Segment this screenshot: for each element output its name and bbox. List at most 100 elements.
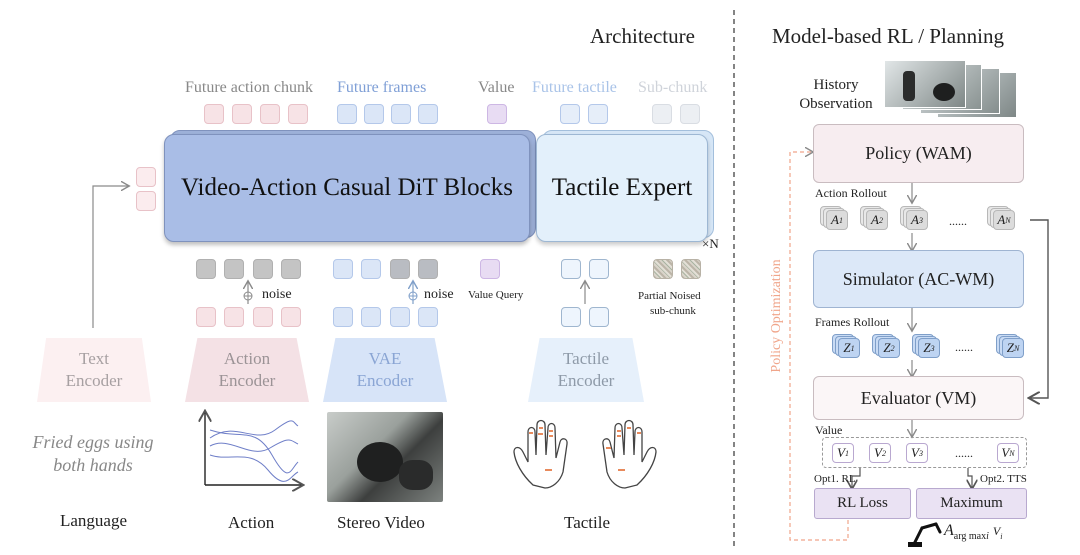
output-subchunk-token [652, 104, 672, 124]
partial-noised-subchunk-label: sub-chunk [650, 305, 696, 317]
frame-ellipsis: ...... [955, 340, 973, 354]
value-query-label: Value Query [468, 289, 524, 301]
partial-noised-token [681, 259, 701, 279]
noised-action-token [196, 259, 216, 279]
encoded-frame-token [361, 307, 381, 327]
output-action-token [204, 104, 224, 124]
argmax-expression: Aarg maxi Vi [944, 522, 1003, 543]
text-encoder-arrow [92, 186, 128, 328]
partial-noised-label: Partial Noised [638, 290, 701, 302]
action-encoder-label: Action Encoder [218, 349, 276, 390]
rl-title: Model-based RL / Planning [772, 24, 1004, 48]
dit-blocks: Video-Action Casual DiT Blocks [164, 134, 530, 242]
evaluator-label: Evaluator (VM) [860, 387, 977, 408]
action-plot [205, 412, 302, 485]
output-frame-token [418, 104, 438, 124]
action-label: Action [228, 513, 275, 532]
encoded-action-token [253, 307, 273, 327]
history-pan-shape [933, 83, 955, 101]
policy-box: Policy (WAM) [813, 124, 1024, 183]
policy-optimization-loop [789, 152, 849, 541]
action-to-evaluator-arrow [1030, 219, 1049, 398]
history-frame [884, 60, 966, 108]
encoded-frame-token [333, 307, 353, 327]
output-frame-token [337, 104, 357, 124]
simulator-label: Simulator (AC-WM) [842, 268, 995, 289]
output-frame-token [364, 104, 384, 124]
partial-noised-token [653, 259, 673, 279]
encoded-frame-token [390, 307, 410, 327]
sub-chunk-label: Sub-chunk [638, 79, 708, 96]
maximum-box: Maximum [916, 488, 1027, 519]
tactile-token [561, 259, 581, 279]
noise-label: noise [424, 287, 454, 302]
value-query-token [480, 259, 500, 279]
text-token [136, 191, 156, 211]
rl-loss-box: RL Loss [814, 488, 911, 519]
pan-shape [357, 442, 403, 482]
action-rollout-label: Action Rollout [815, 186, 887, 200]
architecture-title: Architecture [590, 24, 695, 48]
output-frame-token [391, 104, 411, 124]
tactile-expert-label: Tactile Expert [551, 174, 693, 201]
policy-optimization-label: Policy Optimization [769, 259, 784, 373]
values-group [822, 437, 1027, 468]
output-tactile-token [588, 104, 608, 124]
stereo-video-image [327, 412, 443, 502]
language-label: Language [60, 511, 128, 530]
history-arm-shape [903, 71, 915, 101]
gripper-shape [399, 460, 433, 490]
noised-frame-token [361, 259, 381, 279]
encoded-frame-token [418, 307, 438, 327]
tactile-token [589, 259, 609, 279]
value-split-right [968, 468, 972, 488]
value-label: Value [478, 79, 515, 96]
output-action-token [288, 104, 308, 124]
rl-loss-label: RL Loss [837, 495, 888, 511]
output-value-token [487, 104, 507, 124]
maximum-label: Maximum [940, 495, 1003, 511]
noised-frame-token [390, 259, 410, 279]
noised-action-token [224, 259, 244, 279]
noise-label: noise [262, 287, 292, 302]
text-encoder-label: Text Encoder [65, 349, 123, 390]
action-encoder: Action Encoder [185, 338, 309, 402]
language-prompt: Fried eggs using both hands [32, 432, 154, 475]
text-token [136, 167, 156, 187]
noised-action-token [281, 259, 301, 279]
noised-frame-token [418, 259, 438, 279]
output-action-token [260, 104, 280, 124]
tactile-expert: Tactile Expert [536, 134, 708, 242]
tactile-encoder-label: Tactile Encoder [557, 349, 615, 390]
repeat-label: ×N [702, 236, 719, 251]
output-action-token [232, 104, 252, 124]
opt1-label: Opt1. RL [814, 473, 856, 485]
output-tactile-token [560, 104, 580, 124]
frames-rollout-label: Frames Rollout [815, 315, 890, 329]
encoded-action-token [196, 307, 216, 327]
noised-action-token [253, 259, 273, 279]
encoded-tactile-token [561, 307, 581, 327]
value-split-left [852, 468, 861, 488]
dit-blocks-label: Video-Action Casual DiT Blocks [180, 174, 514, 201]
stereo-video-label: Stereo Video [337, 513, 425, 532]
value-output-label: Value [815, 423, 843, 437]
encoded-action-token [224, 307, 244, 327]
policy-label: Policy (WAM) [865, 143, 972, 163]
evaluator-box: Evaluator (VM) [813, 376, 1024, 420]
output-subchunk-token [680, 104, 700, 124]
tactile-label: Tactile [564, 513, 611, 532]
action-ellipsis: ...... [949, 214, 967, 228]
